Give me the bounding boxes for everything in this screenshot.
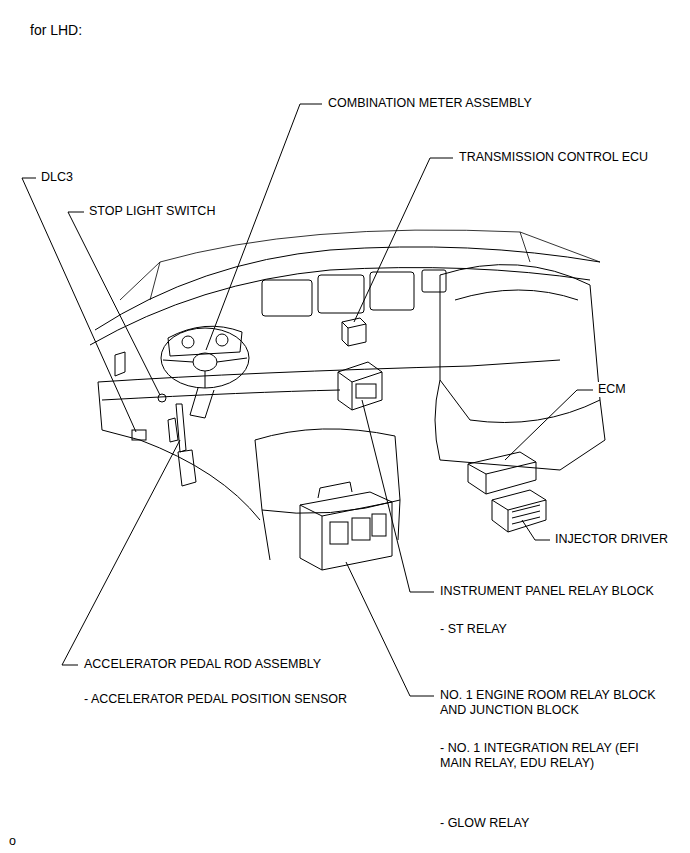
diagram-title: for LHD: xyxy=(30,22,82,38)
part-label: INSTRUMENT PANEL RELAY BLOCK xyxy=(439,584,655,599)
part-label: o xyxy=(8,834,17,849)
part-label: ECM xyxy=(597,382,627,397)
part-label: COMBINATION METER ASSEMBLY xyxy=(327,96,533,111)
part-label: DLC3 xyxy=(40,170,74,185)
part-label: NO. 1 ENGINE ROOM RELAY BLOCK AND JUNCTI… xyxy=(439,688,673,718)
part-label: ACCELERATOR PEDAL ROD ASSEMBLY xyxy=(83,657,322,672)
part-label: - ACCELERATOR PEDAL POSITION SENSOR xyxy=(83,692,348,707)
part-label: STOP LIGHT SWITCH xyxy=(88,204,216,219)
part-label: - ST RELAY xyxy=(439,622,508,637)
part-label: - NO. 1 INTEGRATION RELAY (EFI MAIN RELA… xyxy=(439,741,646,771)
part-label: - GLOW RELAY xyxy=(439,816,530,831)
part-label: INJECTOR DRIVER xyxy=(554,532,669,547)
part-label: TRANSMISSION CONTROL ECU xyxy=(458,150,649,165)
